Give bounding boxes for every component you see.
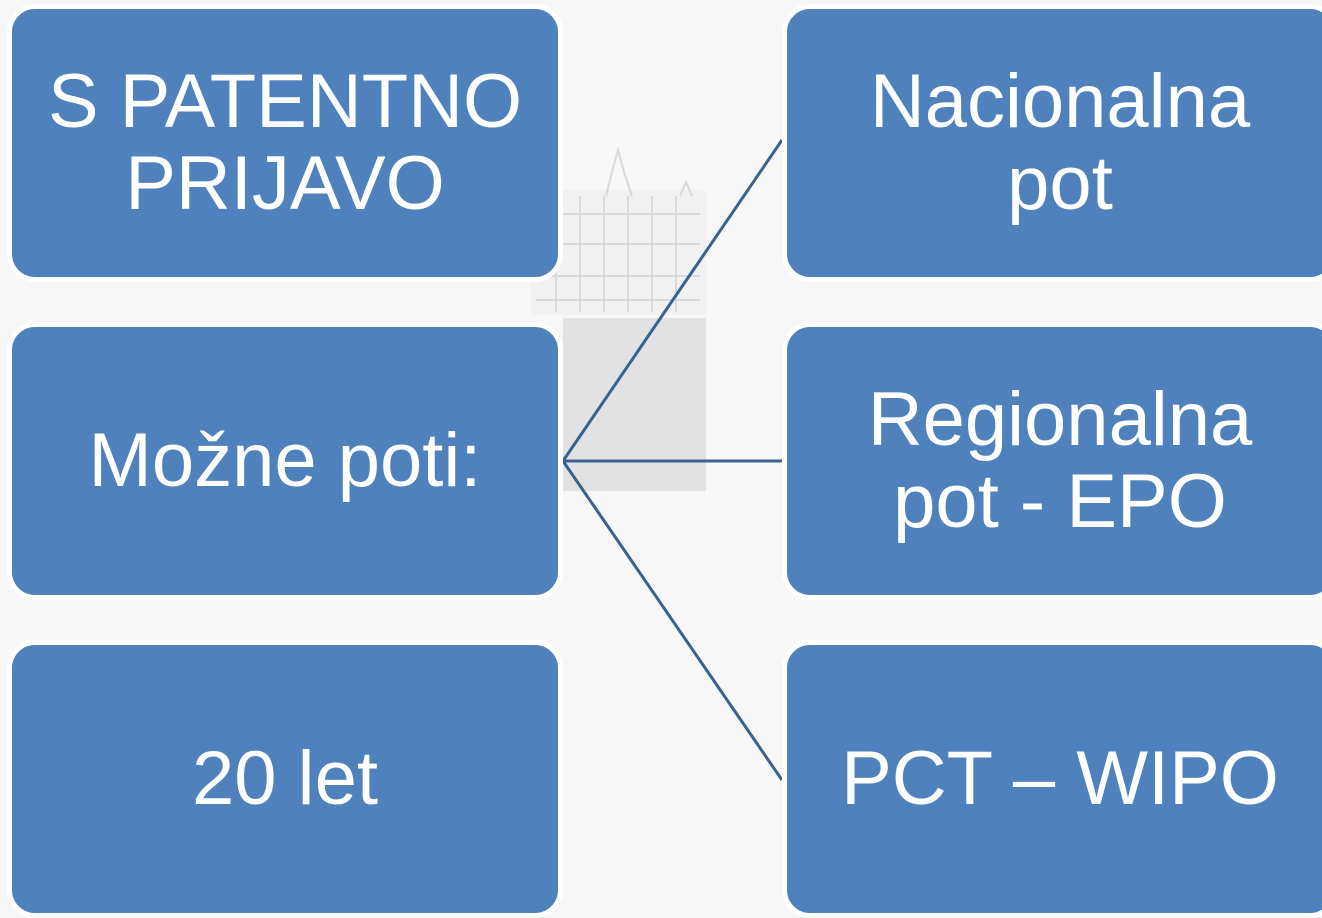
box-nacionalna-pot: Nacionalna pot	[782, 4, 1322, 282]
box-20-let: 20 let	[7, 640, 563, 918]
box-s-patentno-prijavo: S PATENTNO PRIJAVO	[7, 4, 563, 282]
box-mozne-poti: Možne poti:	[7, 322, 563, 600]
connector-to-nacionalna	[561, 139, 784, 462]
connector-to-pct	[561, 460, 784, 781]
box-regionalna-pot-epo: Regionalna pot - EPO	[782, 322, 1322, 600]
box-pct-wipo: PCT – WIPO	[782, 640, 1322, 918]
